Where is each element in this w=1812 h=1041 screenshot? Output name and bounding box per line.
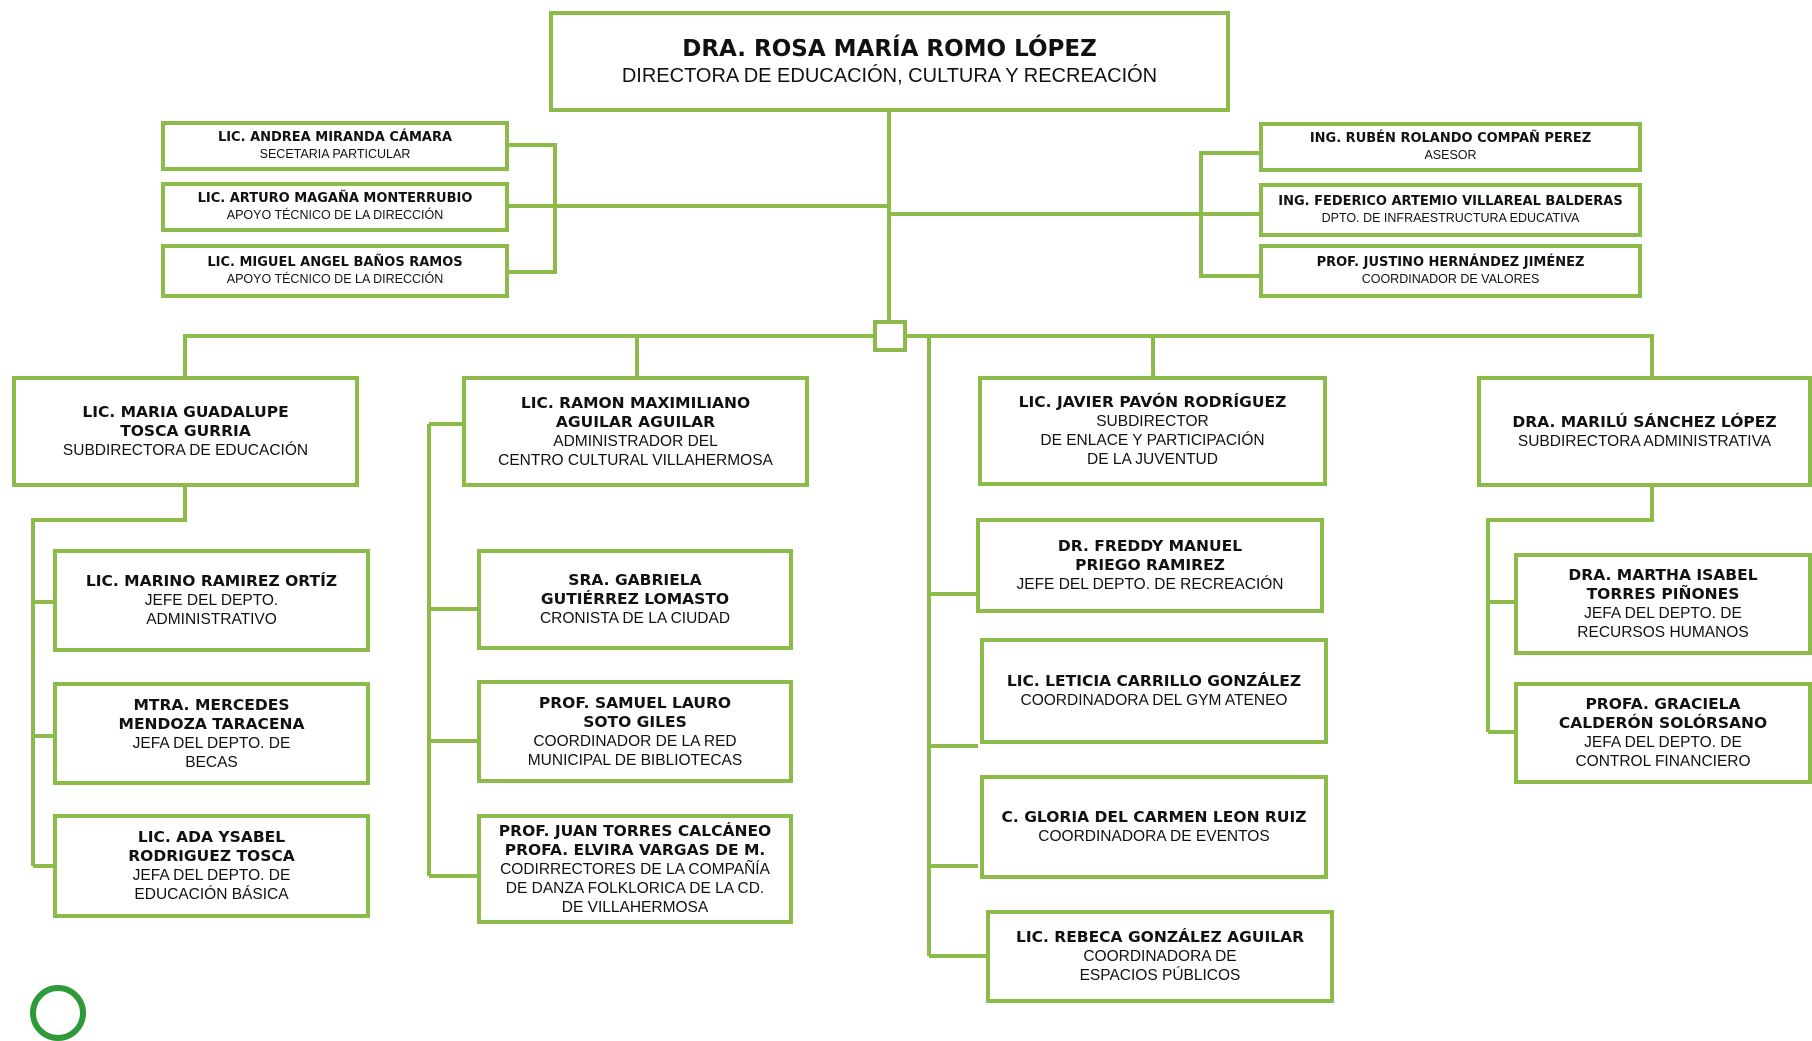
staff-right-box: ING. RUBÉN ROLANDO COMPAÑ PEREZ ASESOR (1259, 122, 1642, 172)
department-box: DR. FREDDY MANUEL PRIEGO RAMIREZ JEFE DE… (976, 518, 1324, 613)
dept-name: PROF. JUAN TORRES CALCÁNEO PROFA. ELVIRA… (498, 821, 772, 859)
dept-role: JEFE DEL DEPTO. ADMINISTRATIVO (144, 592, 279, 628)
unit-head-youth: LIC. JAVIER PAVÓN RODRÍGUEZ SUBDIRECTOR … (978, 376, 1327, 486)
dept-name: LIC. REBECA GONZÁLEZ AGUILAR (1015, 928, 1305, 946)
unit-role: SUBDIRECTOR DE ENLACE Y PARTICIPACIÓN DE… (1040, 413, 1265, 468)
unit-name: LIC. RAMON MAXIMILIANO AGUILAR AGUILAR (520, 393, 751, 431)
dept-name: DR. FREDDY MANUEL PRIEGO RAMIREZ (1057, 537, 1243, 574)
dept-role: JEFA DEL DEPTO. DE CONTROL FINANCIERO (1575, 734, 1751, 770)
staff-role: COORDINADOR DE VALORES (1361, 272, 1540, 286)
dept-name: DRA. MARTHA ISABEL TORRES PIÑONES (1568, 566, 1758, 603)
dept-role: COORDINADORA DE EVENTOS (1038, 828, 1270, 845)
department-box: LIC. MARINO RAMIREZ ORTÍZ JEFE DEL DEPTO… (53, 549, 370, 652)
dept-role: JEFA DEL DEPTO. DE RECURSOS HUMANOS (1577, 605, 1749, 641)
dept-role: COORDINADOR DE LA RED MUNICIPAL DE BIBLI… (527, 732, 743, 769)
staff-name: PROF. JUSTINO HERNÁNDEZ JIMÉNEZ (1316, 255, 1585, 270)
dept-role: COORDINADORA DEL GYM ATENEO (1020, 692, 1288, 709)
dept-role: JEFE DEL DEPTO. DE RECREACIÓN (1016, 576, 1284, 593)
director-role: DIRECTORA DE EDUCACIÓN, CULTURA Y RECREA… (621, 64, 1158, 87)
unit-role: ADMINISTRADOR DEL CENTRO CULTURAL VILLAH… (498, 432, 773, 469)
dept-role: CRONISTA DE LA CIUDAD (539, 610, 731, 627)
staff-role: DPTO. DE INFRAESTRUCTURA EDUCATIVA (1321, 211, 1580, 225)
department-box: LIC. ADA YSABEL RODRIGUEZ TOSCA JEFA DEL… (53, 814, 370, 918)
staff-name: LIC. ARTURO MAGAÑA MONTERRUBIO (197, 191, 473, 206)
department-box: PROF. JUAN TORRES CALCÁNEO PROFA. ELVIRA… (477, 814, 793, 924)
staff-role: SECETARIA PARTICULAR (259, 147, 411, 161)
staff-name: ING. FEDERICO ARTEMIO VILLAREAL BALDERAS (1278, 194, 1623, 209)
dept-name: SRA. GABRIELA GUTIÉRREZ LOMASTO (540, 571, 730, 608)
dept-name: PROFA. GRACIELA CALDERÓN SOLÓRSANO (1558, 695, 1768, 732)
department-box: LIC. LETICIA CARRILLO GONZÁLEZ COORDINAD… (980, 638, 1328, 744)
department-box: SRA. GABRIELA GUTIÉRREZ LOMASTO CRONISTA… (477, 549, 793, 650)
department-box: DRA. MARTHA ISABEL TORRES PIÑONES JEFA D… (1514, 553, 1812, 655)
dept-name: C. GLORIA DEL CARMEN LEON RUIZ (1001, 808, 1307, 826)
unit-name: LIC. MARIA GUADALUPE TOSCA GURRIA (82, 403, 289, 440)
department-box: PROFA. GRACIELA CALDERÓN SOLÓRSANO JEFA … (1514, 682, 1812, 784)
dept-name: PROF. SAMUEL LAURO SOTO GILES (538, 693, 732, 731)
staff-left-box: LIC. ANDREA MIRANDA CÁMARA SECETARIA PAR… (161, 121, 509, 171)
department-box: PROF. SAMUEL LAURO SOTO GILES COORDINADO… (477, 680, 793, 783)
department-box: MTRA. MERCEDES MENDOZA TARACENA JEFA DEL… (53, 682, 370, 785)
unit-name: LIC. JAVIER PAVÓN RODRÍGUEZ (1018, 393, 1287, 411)
unit-role: SUBDIRECTORA ADMINISTRATIVA (1517, 432, 1772, 450)
unit-role: SUBDIRECTORA DE EDUCACIÓN (62, 442, 309, 459)
department-box: C. GLORIA DEL CARMEN LEON RUIZ COORDINAD… (980, 775, 1328, 879)
org-connectors (31, 110, 1654, 958)
staff-right-box: PROF. JUSTINO HERNÁNDEZ JIMÉNEZ COORDINA… (1259, 244, 1642, 298)
staff-name: ING. RUBÉN ROLANDO COMPAÑ PEREZ (1309, 131, 1592, 146)
dept-name: LIC. LETICIA CARRILLO GONZÁLEZ (1006, 672, 1302, 690)
dept-role: CODIRRECTORES DE LA COMPAÑÍA DE DANZA FO… (500, 860, 770, 916)
staff-role: ASESOR (1424, 148, 1477, 162)
unit-head-education: LIC. MARIA GUADALUPE TOSCA GURRIA SUBDIR… (12, 376, 359, 487)
dept-name: LIC. MARINO RAMIREZ ORTÍZ (85, 572, 338, 590)
director-name: DRA. ROSA MARÍA ROMO LÓPEZ (682, 35, 1097, 62)
staff-name: LIC. ANDREA MIRANDA CÁMARA (217, 130, 453, 145)
staff-role: APOYO TÉCNICO DE LA DIRECCIÓN (226, 208, 444, 222)
unit-head-administrative: DRA. MARILÚ SÁNCHEZ LÓPEZ SUBDIRECTORA A… (1477, 376, 1812, 487)
dept-role: JEFA DEL DEPTO. DE EDUCACIÓN BÁSICA (132, 867, 291, 903)
staff-name: LIC. MIGUEL ANGEL BAÑOS RAMOS (207, 255, 463, 270)
staff-role: APOYO TÉCNICO DE LA DIRECCIÓN (226, 272, 444, 286)
dept-role: COORDINADORA DE ESPACIOS PÚBLICOS (1079, 948, 1241, 984)
staff-left-box: LIC. MIGUEL ANGEL BAÑOS RAMOS APOYO TÉCN… (161, 244, 509, 298)
staff-right-box: ING. FEDERICO ARTEMIO VILLAREAL BALDERAS… (1259, 183, 1642, 237)
department-box: LIC. REBECA GONZÁLEZ AGUILAR COORDINADOR… (986, 910, 1334, 1003)
director-box: DRA. ROSA MARÍA ROMO LÓPEZ DIRECTORA DE … (549, 11, 1230, 112)
unit-head-cultural-center: LIC. RAMON MAXIMILIANO AGUILAR AGUILAR A… (462, 376, 809, 487)
dept-role: JEFA DEL DEPTO. DE BECAS (132, 734, 291, 771)
staff-left-box: LIC. ARTURO MAGAÑA MONTERRUBIO APOYO TÉC… (161, 182, 509, 232)
unit-name: DRA. MARILÚ SÁNCHEZ LÓPEZ (1512, 412, 1777, 431)
logo-seal (30, 985, 86, 1041)
dept-name: MTRA. MERCEDES MENDOZA TARACENA (118, 695, 305, 733)
dept-name: LIC. ADA YSABEL RODRIGUEZ TOSCA (128, 828, 295, 865)
